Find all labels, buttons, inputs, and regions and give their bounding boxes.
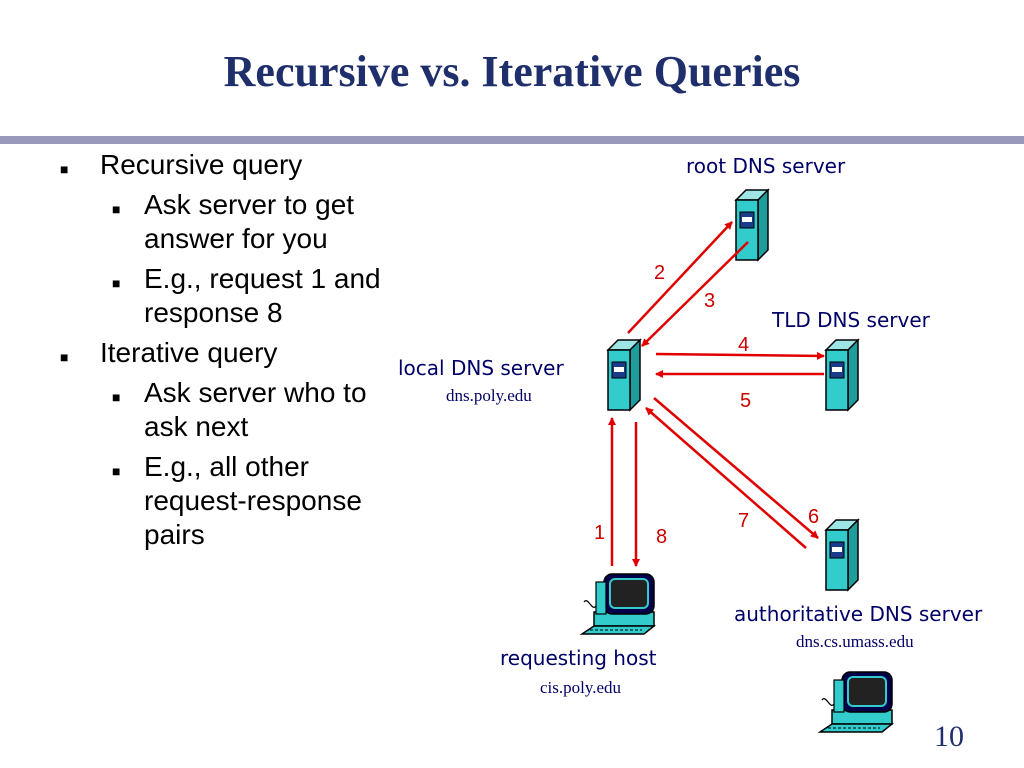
- arrow-number-3: 3: [704, 290, 716, 312]
- requesting-host-label: requesting host: [500, 646, 657, 670]
- square-bullet-icon: ■: [112, 201, 121, 217]
- bullet-text: Recursive query: [100, 149, 303, 180]
- arrow-number-1: 1: [594, 522, 606, 544]
- authoritative-server-hostname: dns.cs.umass.edu: [796, 632, 914, 651]
- arrow-4: [655, 351, 825, 360]
- bullet-iterative: ■ Iterative query: [60, 336, 390, 370]
- local-server-hostname: dns.poly.edu: [446, 386, 532, 405]
- sub-bullet: ■ E.g., all other request-response pairs: [112, 450, 390, 552]
- slide-title: Recursive vs. Iterative Queries: [223, 47, 801, 96]
- bullet-recursive: ■ Recursive query: [60, 148, 390, 182]
- arrow-3: [641, 241, 749, 347]
- sub-bullet-text: Ask server to get answer for you: [144, 189, 355, 254]
- bullet-list: ■ Recursive query ■ Ask server to get an…: [60, 144, 390, 552]
- authoritative-server-label: authoritative DNS server: [734, 602, 983, 626]
- sub-bullet: ■ Ask server who to ask next: [112, 376, 390, 444]
- square-bullet-icon: ■: [112, 275, 121, 291]
- arrow-number-7: 7: [738, 510, 750, 532]
- sub-bullet: ■ E.g., request 1 and response 8: [112, 262, 390, 330]
- arrow-number-6: 6: [808, 506, 820, 528]
- local-server-label: local DNS server: [398, 356, 564, 380]
- computer-icon: [819, 671, 893, 733]
- tld-server-icon: [825, 339, 859, 411]
- square-bullet-icon: ■: [112, 389, 121, 405]
- root-server-label: root DNS server: [686, 154, 846, 178]
- arrow-number-8: 8: [656, 526, 668, 548]
- arrow-2: [627, 221, 733, 334]
- arrow-number-2: 2: [654, 262, 666, 284]
- square-bullet-icon: ■: [60, 161, 69, 177]
- square-bullet-icon: ■: [112, 463, 121, 479]
- arrow-6: [653, 397, 819, 539]
- requesting-host-computer-icon: [581, 573, 655, 635]
- requesting-host-hostname: cis.poly.edu: [540, 678, 622, 697]
- local-server-icon: [607, 339, 641, 411]
- bullet-text: Iterative query: [100, 337, 278, 368]
- square-bullet-icon: ■: [60, 349, 69, 365]
- sub-bullet-text: Ask server who to ask next: [144, 377, 367, 442]
- tld-server-label: TLD DNS server: [772, 308, 930, 332]
- arrow-number-5: 5: [740, 390, 752, 412]
- title-divider: [0, 136, 1024, 144]
- arrow-number-4: 4: [738, 334, 750, 356]
- sub-bullet-text: E.g., request 1 and response 8: [144, 263, 381, 328]
- page-number: 10: [934, 720, 964, 753]
- authoritative-server-icon: [825, 519, 859, 591]
- sub-bullet: ■ Ask server to get answer for you: [112, 188, 390, 256]
- sub-bullet-text: E.g., all other request-response pairs: [144, 451, 362, 550]
- arrow-7: [645, 407, 807, 549]
